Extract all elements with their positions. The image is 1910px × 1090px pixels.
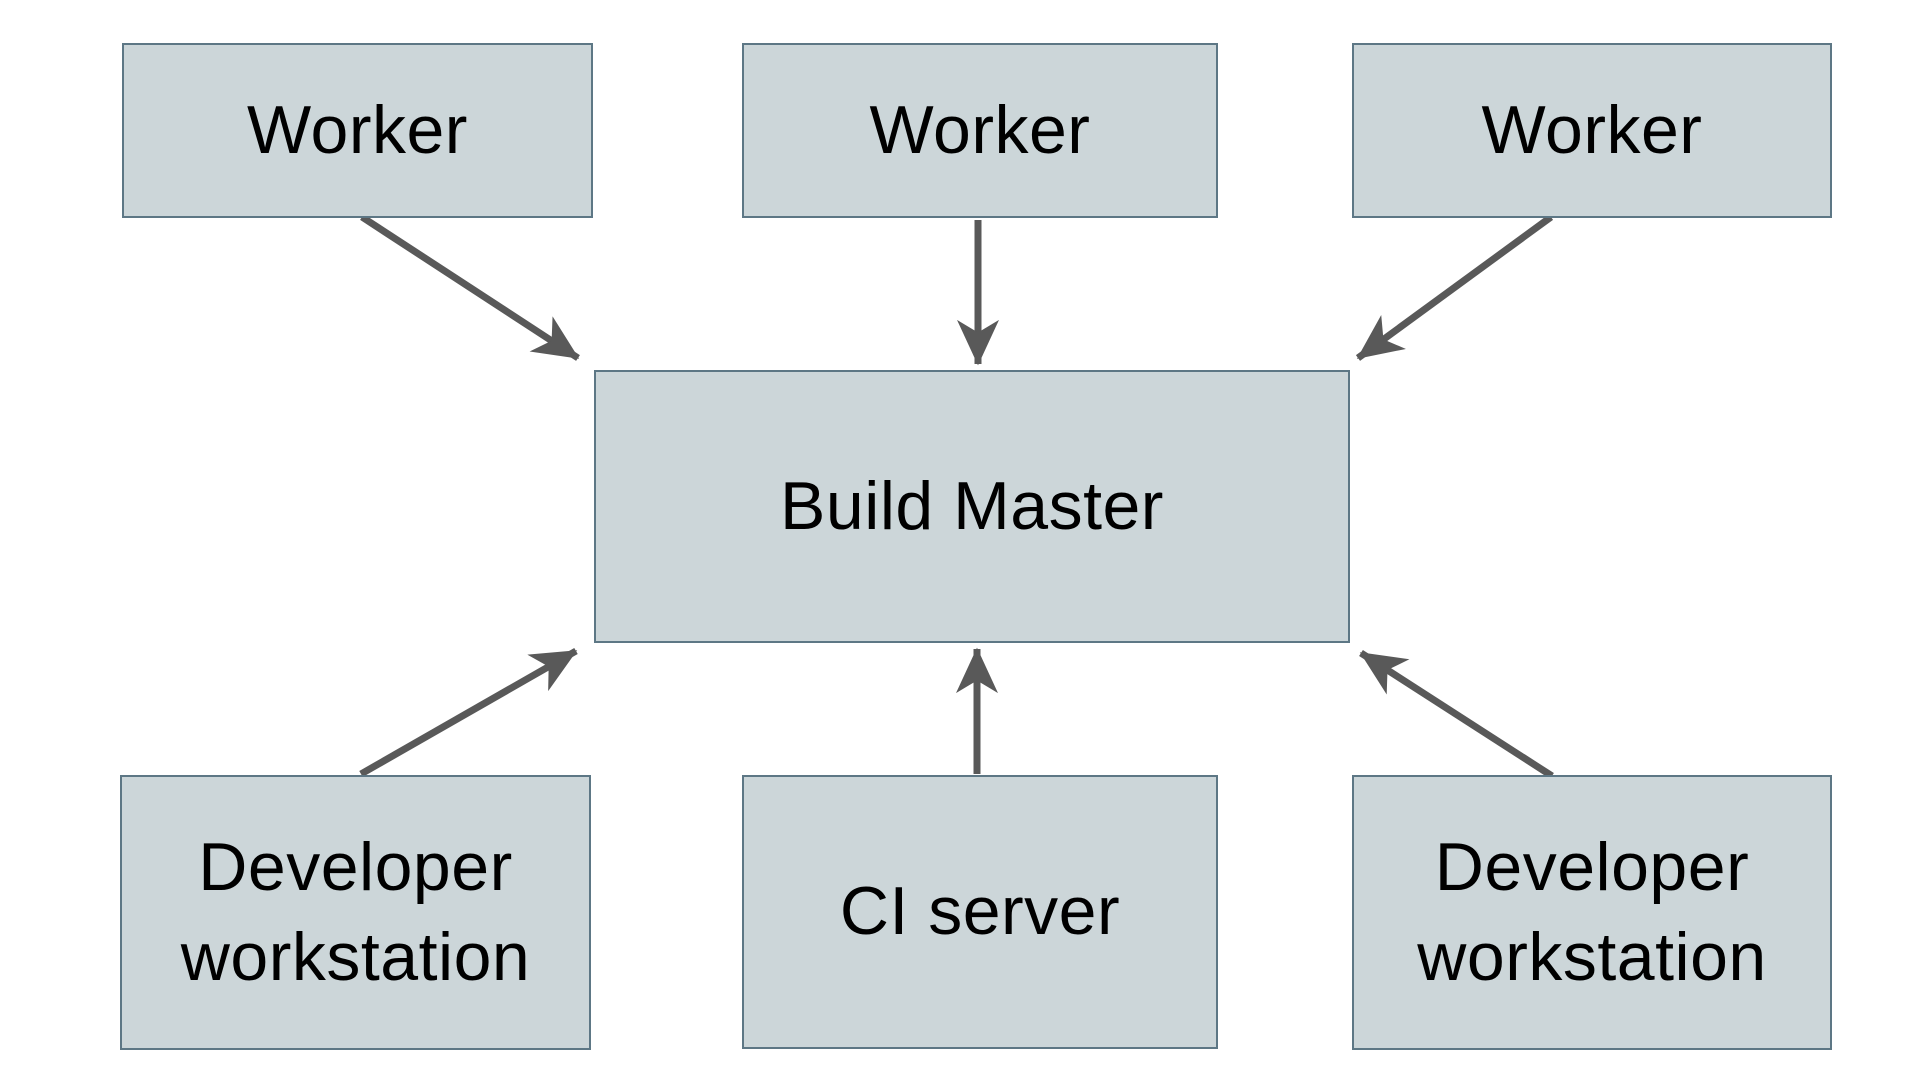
edge-devright-to-buildmaster xyxy=(1359,650,1554,779)
node-build-master-label: Build Master xyxy=(780,467,1164,544)
node-ci-server-label: CI server xyxy=(839,873,1121,950)
node-developer-workstation-left: Developer workstation xyxy=(120,775,591,1050)
node-ci-server: CI server xyxy=(742,775,1218,1049)
node-developer-workstation-right-label: Developer workstation xyxy=(1417,828,1767,995)
node-build-master: Build Master xyxy=(594,370,1350,643)
node-worker-2: Worker xyxy=(742,43,1218,218)
node-worker-3-label: Worker xyxy=(1481,91,1703,168)
edge-devleft-to-buildmaster xyxy=(359,647,578,778)
node-worker-1: Worker xyxy=(122,43,593,218)
node-worker-2-label: Worker xyxy=(869,91,1091,168)
node-developer-workstation-left-label: Developer workstation xyxy=(180,828,531,995)
edge-worker3-to-buildmaster xyxy=(1355,214,1554,361)
node-worker-3: Worker xyxy=(1352,43,1832,218)
node-developer-workstation-right: Developer workstation xyxy=(1352,775,1832,1050)
node-worker-1-label: Worker xyxy=(247,91,468,168)
edge-worker1-to-buildmaster xyxy=(360,214,580,361)
